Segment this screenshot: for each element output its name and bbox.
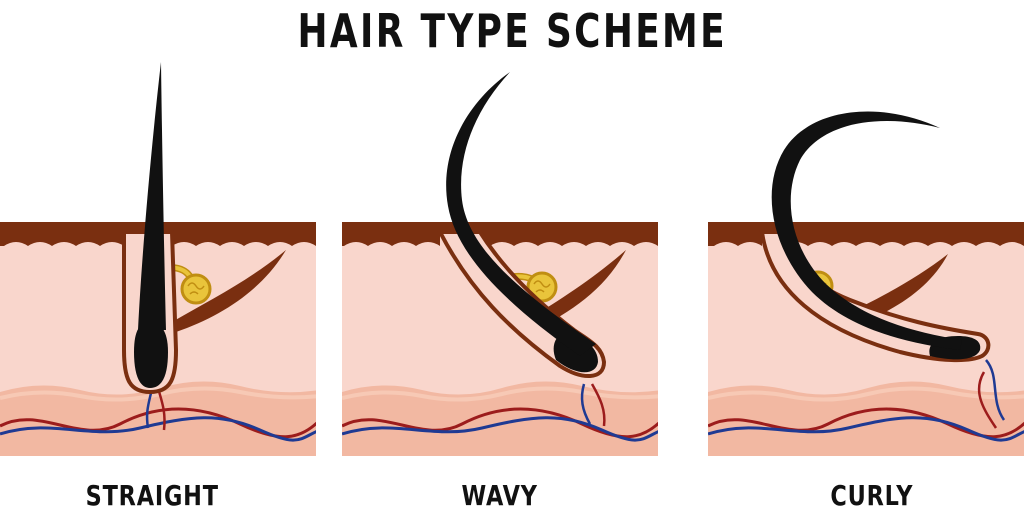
- panel-curly: [708, 111, 1024, 456]
- panel-straight: [0, 62, 316, 456]
- curly-hair-shaft: [771, 111, 962, 350]
- vein: [708, 416, 1024, 442]
- hypodermis-layer: [0, 381, 316, 456]
- wavy-hair-shaft: [446, 72, 596, 356]
- panel-wavy: [342, 72, 658, 456]
- vein: [342, 416, 658, 442]
- hypodermis-layer: [342, 381, 658, 456]
- label-curly-text: CURLY: [830, 478, 914, 512]
- label-curly: CURLY: [752, 478, 992, 512]
- arrector-pili-muscle: [172, 250, 286, 332]
- sebaceous-gland: [180, 273, 212, 305]
- label-straight-text: STRAIGHT: [85, 478, 219, 512]
- skin-block-curly: [708, 222, 1024, 456]
- arrector-pili-muscle: [530, 250, 626, 330]
- diagram-title: HAIR TYPE SCHEME: [0, 0, 1024, 62]
- straight-hair-shaft: [138, 62, 166, 330]
- skin-block-wavy: [342, 222, 658, 456]
- label-wavy-text: WAVY: [461, 478, 539, 512]
- epidermis-layer: [0, 222, 316, 246]
- label-straight: STRAIGHT: [32, 478, 272, 512]
- hypodermis-layer: [708, 381, 1024, 456]
- epidermis-layer: [342, 222, 658, 246]
- hair-bulb: [134, 322, 168, 388]
- label-wavy: WAVY: [380, 478, 620, 512]
- vein: [0, 416, 316, 442]
- title-text: HAIR TYPE SCHEME: [297, 4, 727, 58]
